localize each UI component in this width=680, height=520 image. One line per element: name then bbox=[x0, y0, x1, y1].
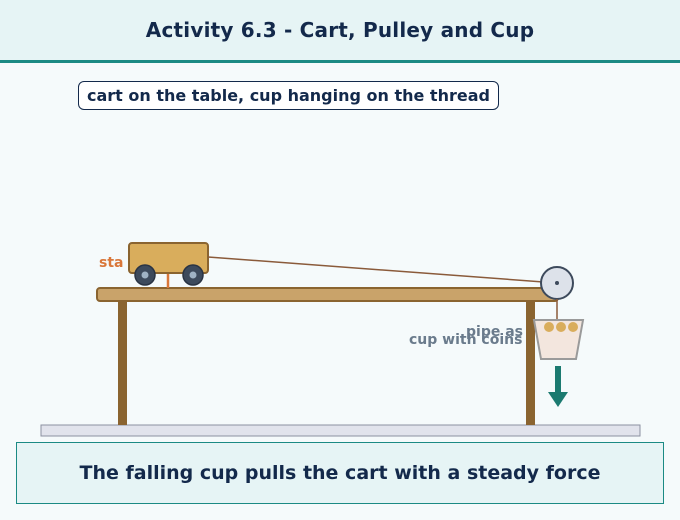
cart-wheel-left-hub bbox=[141, 271, 149, 279]
down-arrow-icon bbox=[548, 366, 568, 407]
table-leg-left bbox=[118, 300, 127, 425]
pulley-axle bbox=[555, 281, 559, 285]
arrow-shaft bbox=[555, 366, 561, 394]
header-bar: Activity 6.3 - Cart, Pulley and Cup bbox=[0, 0, 680, 63]
arrow-head bbox=[548, 392, 568, 407]
floor bbox=[40, 424, 641, 437]
page-title: Activity 6.3 - Cart, Pulley and Cup bbox=[145, 18, 535, 42]
cart-wheel-right-hub bbox=[189, 271, 197, 279]
coin bbox=[544, 322, 554, 332]
pipe-label: pipe as bbox=[466, 324, 523, 340]
table-top bbox=[96, 287, 559, 302]
stage-label: cart on the table, cup hanging on the th… bbox=[78, 81, 499, 110]
coin bbox=[556, 322, 566, 332]
cup-label: cup with coins bbox=[409, 332, 522, 348]
caption-box: The falling cup pulls the cart with a st… bbox=[16, 442, 664, 504]
coin bbox=[568, 322, 578, 332]
table-leg-right bbox=[526, 300, 535, 425]
thread-horizontal bbox=[207, 256, 558, 284]
caption-text: The falling cup pulls the cart with a st… bbox=[79, 462, 601, 484]
cart-icon bbox=[128, 242, 209, 286]
start-label: sta bbox=[99, 255, 123, 271]
cup-icon bbox=[532, 319, 585, 360]
pulley-icon bbox=[540, 266, 574, 300]
